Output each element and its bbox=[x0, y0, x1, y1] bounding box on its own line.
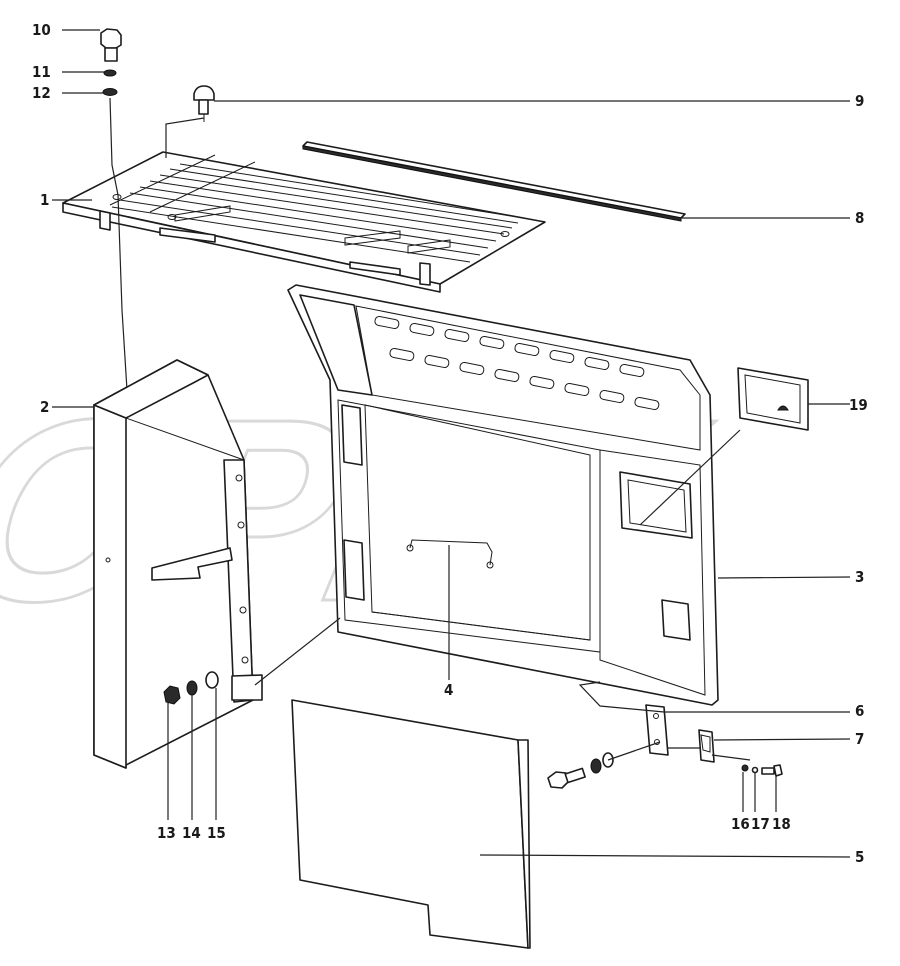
callout-2: 2 bbox=[40, 398, 49, 416]
part-6-hinge-plate bbox=[645, 704, 669, 756]
part-7-latch bbox=[698, 729, 715, 763]
part-14-washer bbox=[186, 680, 198, 696]
callout-5: 5 bbox=[855, 848, 864, 866]
bolt-axis-line bbox=[109, 97, 128, 391]
part-3-door-frame bbox=[287, 284, 719, 706]
callout-11: 11 bbox=[32, 63, 51, 81]
part-1-top-grille bbox=[62, 151, 546, 293]
callout-7: 7 bbox=[855, 730, 864, 748]
callout-19: 19 bbox=[849, 396, 868, 414]
callout-13: 13 bbox=[157, 824, 176, 842]
part-17-washer bbox=[751, 766, 759, 774]
part-19-cover-plate bbox=[737, 367, 809, 431]
part-8-seal-strip bbox=[302, 141, 686, 222]
bolt-group-6 bbox=[547, 752, 614, 789]
callout-15: 15 bbox=[207, 824, 226, 842]
callout-16: 16 bbox=[731, 815, 750, 833]
callout-4: 4 bbox=[444, 681, 453, 699]
callout-14: 14 bbox=[182, 824, 201, 842]
callout-1: 1 bbox=[40, 191, 49, 209]
part-13-nut bbox=[163, 685, 181, 705]
part-10-bolt bbox=[100, 28, 122, 62]
callout-12: 12 bbox=[32, 84, 51, 102]
part-5-filter-mat bbox=[291, 699, 531, 949]
part-12-washer bbox=[102, 88, 118, 96]
callout-18: 18 bbox=[772, 815, 791, 833]
callout-8: 8 bbox=[855, 209, 864, 227]
callout-9: 9 bbox=[855, 92, 864, 110]
callout-6: 6 bbox=[855, 702, 864, 720]
leader-lines bbox=[52, 29, 851, 858]
callout-10: 10 bbox=[32, 21, 51, 39]
part-16-washer bbox=[741, 764, 749, 772]
callout-3: 3 bbox=[855, 568, 864, 586]
part-11-washer bbox=[103, 69, 117, 77]
callout-17: 17 bbox=[751, 815, 770, 833]
part-9-stud bbox=[165, 85, 215, 158]
part-18-screw bbox=[761, 764, 783, 777]
part-4-handle bbox=[406, 539, 494, 569]
part-15-washer bbox=[205, 671, 219, 689]
part-2-side-panel bbox=[93, 359, 263, 769]
